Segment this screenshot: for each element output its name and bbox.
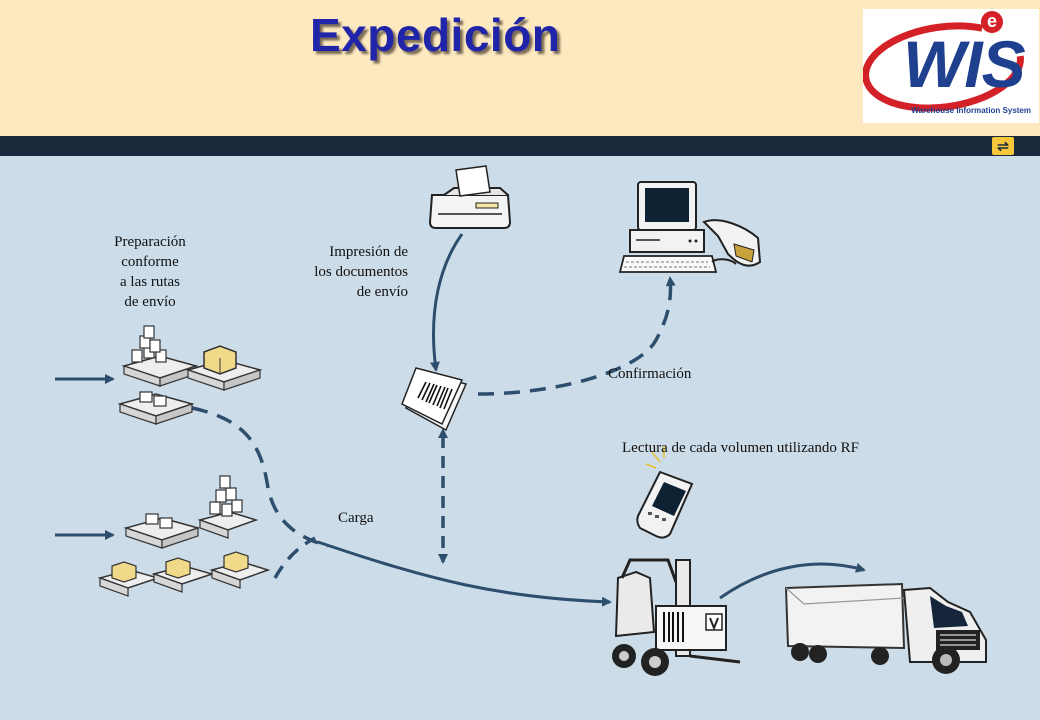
label-impresion: Impresión de los documentos de envío [314, 244, 408, 300]
forklift-icon [612, 558, 741, 676]
header-band [0, 136, 1040, 156]
printer-icon [428, 165, 512, 229]
pallet-stack-3 [117, 391, 195, 425]
logo-wordmark: WIS [903, 27, 1026, 101]
dashed-path-from-top-pallets [191, 406, 329, 548]
pallet-stack-4 [123, 513, 201, 549]
nav-arrows-icon[interactable]: ⇌ [992, 137, 1014, 155]
dashed-path-from-bottom-pallets [273, 536, 316, 579]
wis-logo: WIS e Warehouse Information System [863, 9, 1039, 123]
label-lectura-rf: Lectura de cada volumen utilizando RF [622, 440, 860, 456]
logo-subtitle: Warehouse Information System [911, 106, 1031, 115]
label-preparacion: Preparación conforme a las rutas de enví… [114, 234, 186, 310]
truck-icon [784, 582, 987, 674]
logo-e-badge: e [981, 11, 1003, 33]
logo-swoosh-icon [863, 22, 1024, 112]
page-title: Expedición [310, 9, 561, 61]
barcode-documents-icon [401, 367, 468, 432]
pallet-stack-8 [209, 551, 271, 589]
pallet-stack-1 [121, 325, 199, 387]
forklift-to-truck-arrow [719, 562, 866, 600]
confirmation-arrow [477, 276, 676, 396]
label-confirmacion: Confirmación [608, 366, 692, 382]
rf-handheld-scanner-icon [636, 446, 694, 539]
computer-with-scanner-icon [618, 181, 762, 273]
label-carga: Carga [338, 510, 374, 526]
pallet-stack-5 [197, 475, 259, 539]
printing-arrow [429, 233, 464, 372]
carga-arrow [317, 540, 612, 607]
pallet-stack-7 [151, 557, 215, 593]
pallet-stack-6 [97, 561, 161, 597]
pallet-stack-2 [185, 345, 263, 391]
pallet-icon [97, 325, 271, 597]
